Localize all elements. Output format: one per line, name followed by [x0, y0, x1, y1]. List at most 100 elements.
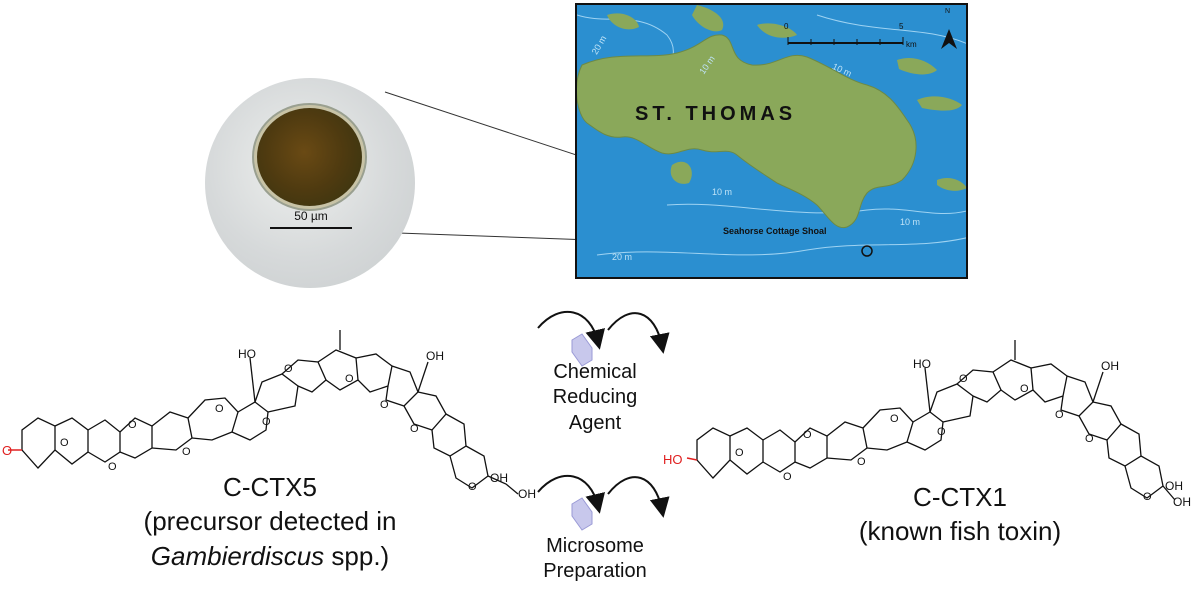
ring: [21, 417, 56, 469]
step-text: Agent: [568, 411, 622, 434]
north-arrow-icon: [941, 29, 957, 49]
ring-oxygen-label: O: [345, 373, 354, 385]
tube-icon: [571, 497, 593, 531]
reaction-arrow-1a: [537, 310, 605, 350]
hydroxyl-label: OH: [490, 471, 508, 485]
map-graphic: [577, 5, 966, 257]
hydroxyl-bond: [924, 367, 931, 413]
ring-oxygen-label: O: [182, 446, 191, 458]
hydroxyl-label: HO: [238, 347, 256, 361]
ring-oxygen-label: O: [803, 429, 812, 441]
tube-icon: [571, 333, 593, 367]
ring-oxygen-label: O: [959, 373, 968, 385]
micrograph-scale-label: 50 µm: [294, 209, 328, 223]
micrograph: 50 µm: [205, 78, 415, 288]
ketone-oxygen-label: O: [2, 443, 12, 458]
ring-oxygen-label: O: [857, 456, 866, 468]
ring: [449, 445, 489, 489]
c-ctx1-caption: C-CTX1 (known fish toxin): [830, 480, 1090, 549]
map-panel: ST. THOMAS Seahorse Cottage Shoal 0 5 km…: [575, 3, 968, 279]
genus-name: Gambierdiscus: [150, 540, 325, 571]
ring-oxygen-label: O: [380, 399, 389, 411]
ring-oxygen-label: O: [262, 416, 271, 428]
ring: [317, 349, 359, 391]
scale-five-label: 5: [899, 22, 904, 31]
ring: [906, 411, 944, 451]
ring-oxygen-label: O: [410, 423, 419, 435]
c-ctx5-structure: O HO OH OH OH O O O O O O O O O O O: [2, 330, 536, 501]
ring-oxygen-label: O: [215, 403, 224, 415]
ring: [403, 391, 447, 431]
reaction-arrow-2b: [607, 476, 670, 518]
ring: [87, 419, 121, 463]
small-island: [670, 161, 692, 184]
ring-oxygen-label: O: [1085, 433, 1094, 445]
scale-zero-label: 0: [784, 22, 789, 31]
small-island: [937, 178, 966, 191]
depth-label: 10 m: [712, 187, 733, 197]
hydroxyl-bond: [249, 357, 256, 403]
small-island: [607, 13, 639, 30]
step-text: Microsome: [546, 535, 644, 557]
island-label: ST. THOMAS: [635, 103, 797, 125]
step-text: Reducing: [552, 386, 638, 409]
ring: [826, 421, 868, 461]
c-ctx1-structure: HO HO OH OH OH O O O O O O O O O O O: [663, 340, 1191, 509]
ring: [231, 401, 269, 441]
caption-tail: spp.): [324, 540, 390, 571]
ring: [54, 417, 89, 465]
ring: [119, 417, 153, 459]
ring-oxygen-label: O: [60, 437, 69, 449]
ring: [385, 365, 419, 407]
hydroxyl-label: OH: [1173, 495, 1191, 509]
step-microsome: Microsome Preparation: [520, 534, 670, 585]
ring: [956, 369, 1002, 403]
ring-oxygen-label: O: [735, 447, 744, 459]
ring-oxygen-label: O: [937, 426, 946, 438]
small-island: [757, 23, 797, 38]
hydroxyl-bond-highlight: [686, 457, 698, 461]
side-chain: [487, 475, 519, 495]
ring: [762, 429, 796, 473]
hydroxyl-label: OH: [1101, 359, 1119, 373]
st-thomas-island: [577, 34, 917, 229]
reaction-arrow-2a: [537, 474, 605, 514]
hydroxyl-label: OH: [426, 349, 444, 363]
small-island: [692, 5, 724, 32]
small-island: [897, 58, 937, 75]
ring: [1078, 401, 1122, 441]
reduced-hydroxyl-label: HO: [663, 452, 683, 467]
side-chain: [1162, 485, 1176, 501]
ring-oxygen-label: O: [284, 363, 293, 375]
step-text: Chemical: [553, 361, 637, 383]
ring: [151, 411, 193, 451]
ring: [254, 373, 299, 413]
ring: [696, 427, 731, 479]
ring: [929, 383, 974, 423]
ring-oxygen-label: O: [468, 481, 477, 493]
compound-name: C-CTX5: [223, 472, 317, 502]
hydroxyl-label: HO: [913, 357, 931, 371]
contour-line: [596, 237, 966, 256]
hydroxyl-bond: [1092, 371, 1104, 403]
hydroxyl-bond: [417, 361, 429, 393]
ring-oxygen-label: O: [1143, 491, 1152, 503]
ring: [187, 397, 239, 441]
scale-unit-label: km: [906, 40, 917, 49]
ring: [1106, 423, 1142, 467]
depth-label: 20 m: [612, 252, 633, 262]
hydroxyl-label: OH: [1165, 479, 1183, 493]
ring: [1124, 455, 1164, 499]
site-label: Seahorse Cottage Shoal: [723, 226, 827, 236]
north-label: N: [945, 8, 951, 15]
ring-oxygen-label: O: [128, 419, 137, 431]
compound-caption: (precursor detected in: [143, 506, 397, 537]
ring: [862, 407, 914, 451]
compound-caption: (known fish toxin): [858, 516, 1062, 547]
contour-line: [816, 14, 966, 44]
ring-oxygen-label: O: [108, 461, 117, 473]
c-ctx5-caption: C-CTX5 (precursor detected in Gambierdis…: [120, 470, 420, 573]
ring: [431, 413, 467, 457]
ring: [992, 359, 1034, 401]
